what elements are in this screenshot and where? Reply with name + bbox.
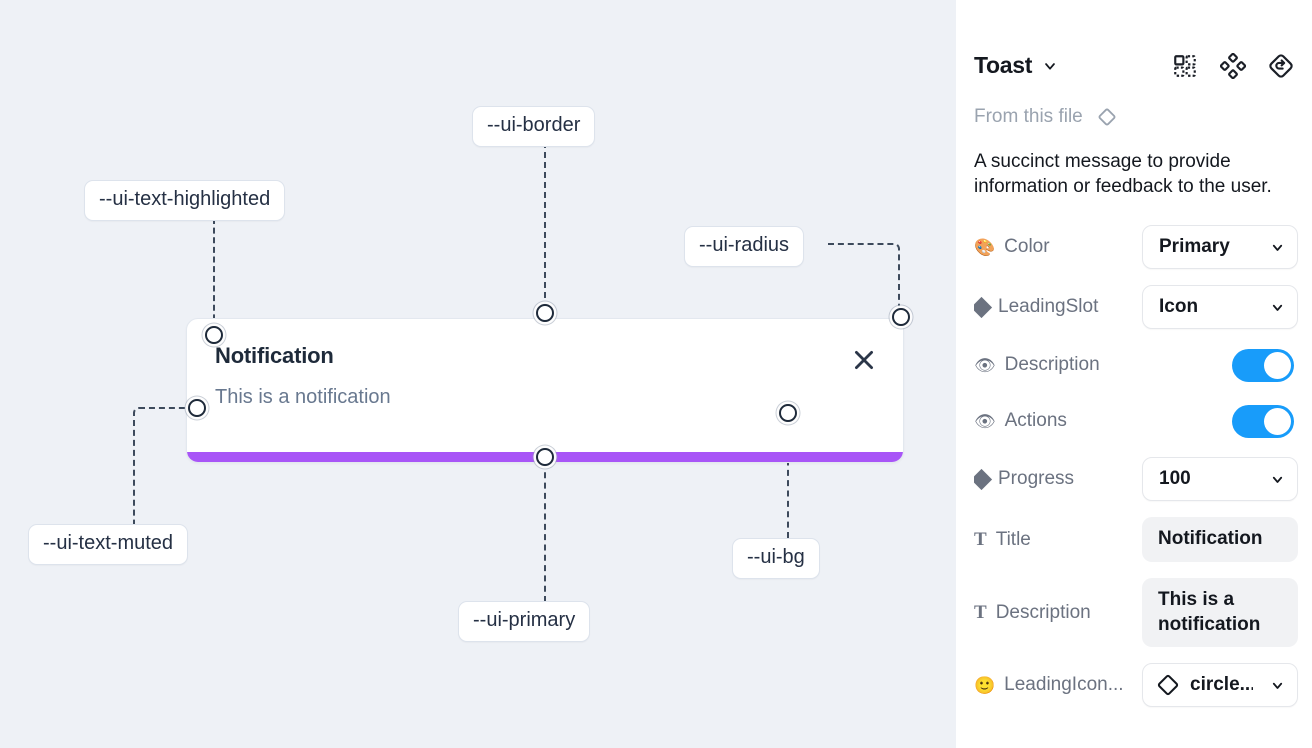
property-label-description-toggle: 👁 Description: [974, 354, 1142, 376]
toast-component[interactable]: Notification This is a notification: [186, 318, 904, 463]
property-name: Description: [1004, 354, 1100, 376]
connector-ui-text-muted: [133, 407, 193, 525]
text-t-icon: T: [974, 528, 987, 550]
palette-emoji-icon: 🎨: [974, 237, 996, 257]
connector-ui-radius: [828, 243, 900, 313]
property-label-title: T Title: [974, 529, 1142, 551]
property-label-color: 🎨 Color: [974, 236, 1142, 258]
leadingslot-select-value: Icon: [1159, 296, 1199, 318]
property-label-leadingslot: LeadingSlot: [974, 296, 1142, 318]
connector-ui-border: [544, 142, 546, 308]
token-handle-ui-bg[interactable]: [779, 404, 797, 422]
property-control-color: Primary: [1142, 225, 1298, 270]
component-description: A succinct message to provide informatio…: [974, 151, 1272, 198]
description-input[interactable]: This is a notification: [1142, 577, 1298, 648]
property-control-title: Notification: [1142, 517, 1298, 562]
property-row-title: T Title Notification: [974, 517, 1298, 562]
property-name: Description: [995, 601, 1091, 623]
diamond-component-icon: [1095, 105, 1119, 129]
property-control-leadingslot: Icon: [1142, 285, 1298, 330]
description-toggle[interactable]: [1232, 348, 1294, 382]
variants-icon[interactable]: [1219, 52, 1247, 79]
leadingicon-select-value: circle...: [1190, 674, 1253, 696]
progress-select[interactable]: 100: [1142, 457, 1298, 502]
chevron-down-icon: [1262, 240, 1285, 255]
chevron-down-icon[interactable]: [1042, 58, 1058, 74]
panel-header-icons: [1172, 52, 1294, 79]
panel-header: Toast: [974, 0, 1294, 79]
property-control-description-toggle: [1232, 348, 1294, 382]
properties-list: 🎨 Color Primary: [974, 225, 1298, 708]
property-control-leadingicon: circle...: [1142, 663, 1298, 708]
progress-select-value: 100: [1159, 468, 1191, 490]
property-name: Title: [995, 528, 1031, 550]
diamond-component-icon: [1155, 672, 1181, 698]
property-row-progress: Progress 100: [974, 457, 1298, 502]
leadingicon-select[interactable]: circle...: [1142, 663, 1298, 708]
smiley-emoji-icon: 🙂: [974, 675, 996, 695]
token-handle-ui-text-muted[interactable]: [188, 399, 206, 417]
property-control-actions: [1232, 404, 1294, 438]
properties-panel: Toast: [956, 0, 1312, 748]
property-label-description-text: T Description: [974, 602, 1142, 624]
toggle-knob: [1264, 407, 1291, 435]
property-name: LeadingIcon...: [1004, 674, 1124, 696]
token-pill-ui-bg[interactable]: --ui-bg: [732, 538, 820, 579]
property-label-actions: 👁 Actions: [974, 410, 1142, 432]
diamond-icon: [974, 468, 993, 490]
eye-emoji-icon: 👁: [974, 355, 996, 375]
property-row-leadingslot: LeadingSlot Icon: [974, 285, 1298, 330]
component-set-icon[interactable]: [1172, 53, 1198, 79]
connector-ui-primary: [544, 462, 546, 602]
property-row-actions: 👁 Actions: [974, 401, 1294, 441]
color-select[interactable]: Primary: [1142, 225, 1298, 270]
property-row-leadingicon: 🙂 LeadingIcon... circle...: [974, 663, 1298, 708]
leadingslot-select[interactable]: Icon: [1142, 285, 1298, 330]
chevron-down-icon: [1262, 300, 1285, 315]
design-canvas[interactable]: Notification This is a notification --ui…: [0, 0, 956, 748]
property-name: LeadingSlot: [998, 296, 1099, 318]
property-control-progress: 100: [1142, 457, 1298, 502]
actions-toggle[interactable]: [1232, 404, 1294, 438]
token-pill-ui-text-muted[interactable]: --ui-text-muted: [28, 524, 189, 565]
toggle-knob: [1264, 351, 1291, 379]
token-pill-ui-primary[interactable]: --ui-primary: [458, 601, 591, 642]
toast-content: Notification This is a notification: [187, 319, 903, 462]
token-pill-ui-border[interactable]: --ui-border: [472, 106, 596, 147]
color-select-value: Primary: [1159, 236, 1230, 258]
toast-title: Notification: [215, 343, 334, 368]
toast-description: This is a notification: [215, 386, 391, 409]
token-handle-ui-border[interactable]: [536, 304, 554, 322]
diamond-icon: [974, 296, 993, 318]
token-handle-ui-text-highlighted[interactable]: [205, 326, 223, 344]
property-row-description-toggle: 👁 Description: [974, 345, 1294, 385]
property-name: Progress: [998, 468, 1075, 490]
title-input[interactable]: Notification: [1142, 517, 1298, 562]
token-pill-ui-text-highlighted[interactable]: --ui-text-highlighted: [84, 180, 286, 221]
token-handle-ui-radius[interactable]: [892, 308, 910, 326]
property-row-color: 🎨 Color Primary: [974, 225, 1298, 270]
from-this-file-row: From this file: [974, 105, 1294, 129]
property-name: Color: [1004, 236, 1050, 258]
chevron-down-icon: [1262, 678, 1285, 693]
panel-title: Toast: [974, 52, 1033, 78]
token-pill-ui-radius[interactable]: --ui-radius: [684, 226, 805, 267]
property-label-progress: Progress: [974, 468, 1142, 490]
property-label-leadingicon: 🙂 LeadingIcon...: [974, 674, 1142, 696]
reset-instance-icon[interactable]: [1268, 53, 1294, 79]
property-name: Actions: [1004, 410, 1067, 432]
from-this-file-label: From this file: [974, 106, 1083, 127]
token-handle-ui-primary[interactable]: [536, 448, 554, 466]
connector-ui-text-highlighted: [213, 218, 215, 330]
eye-emoji-icon: 👁: [974, 411, 996, 431]
property-row-description-text: T Description This is a notification: [974, 577, 1298, 648]
property-control-description-text: This is a notification: [1142, 577, 1298, 648]
text-t-icon: T: [974, 601, 987, 623]
close-x-icon[interactable]: [849, 345, 879, 375]
chevron-down-icon: [1262, 472, 1285, 487]
